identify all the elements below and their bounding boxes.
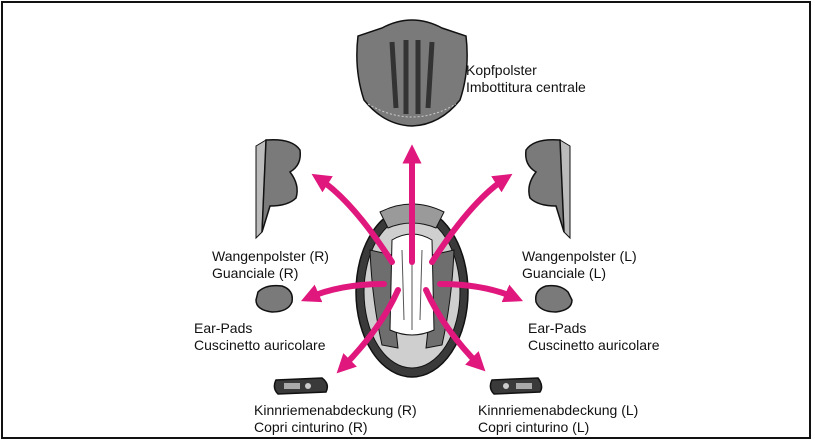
ear-pad-right-label: Ear-Pads Cuscinetto auricolare	[194, 320, 326, 354]
chin-cover-right-label-de: Kinnriemenabdeckung (R)	[254, 402, 417, 419]
ear-pad-left-label-de: Ear-Pads	[528, 320, 660, 337]
ear-pad-left-label-it: Cuscinetto auricolare	[528, 337, 660, 354]
cheek-pad-right-label-it: Guanciale (R)	[212, 265, 329, 282]
crown-pad-label: Kopfpolster Imbottitura centrale	[466, 62, 586, 96]
cheek-pad-left-label: Wangenpolster (L) Guanciale (L)	[522, 248, 637, 282]
ear-pad-right-label-it: Cuscinetto auricolare	[194, 337, 326, 354]
ear-pad-left-label: Ear-Pads Cuscinetto auricolare	[528, 320, 660, 354]
chin-cover-right-label-it: Copri cinturino (R)	[254, 419, 417, 436]
chin-cover-right-label: Kinnriemenabdeckung (R) Copri cinturino …	[254, 402, 417, 436]
crown-pad-label-it: Imbottitura centrale	[466, 79, 586, 96]
cheek-pad-right-label-de: Wangenpolster (R)	[212, 248, 329, 265]
arrow-cheek-right	[318, 178, 392, 262]
crown-pad-illustration	[357, 20, 467, 126]
cheek-pad-left-illustration	[526, 140, 570, 238]
crown-pad-label-de: Kopfpolster	[466, 62, 586, 79]
chin-cover-left-illustration	[490, 378, 541, 394]
arrow-cheek-left	[432, 178, 506, 262]
cheek-pad-left-label-de: Wangenpolster (L)	[522, 248, 637, 265]
cheek-pad-right-label: Wangenpolster (R) Guanciale (R)	[212, 248, 329, 282]
chin-cover-left-label: Kinnriemenabdeckung (L) Copri cinturino …	[478, 402, 638, 436]
ear-pad-left-illustration	[536, 286, 572, 312]
ear-pad-right-label-de: Ear-Pads	[194, 320, 326, 337]
ear-pad-right-illustration	[256, 286, 292, 312]
cheek-pad-left-label-it: Guanciale (L)	[522, 265, 637, 282]
chin-cover-right-illustration	[274, 378, 327, 394]
chin-cover-left-label-it: Copri cinturino (L)	[478, 419, 638, 436]
cheek-pad-right-illustration	[256, 140, 300, 238]
chin-cover-left-label-de: Kinnriemenabdeckung (L)	[478, 402, 638, 419]
